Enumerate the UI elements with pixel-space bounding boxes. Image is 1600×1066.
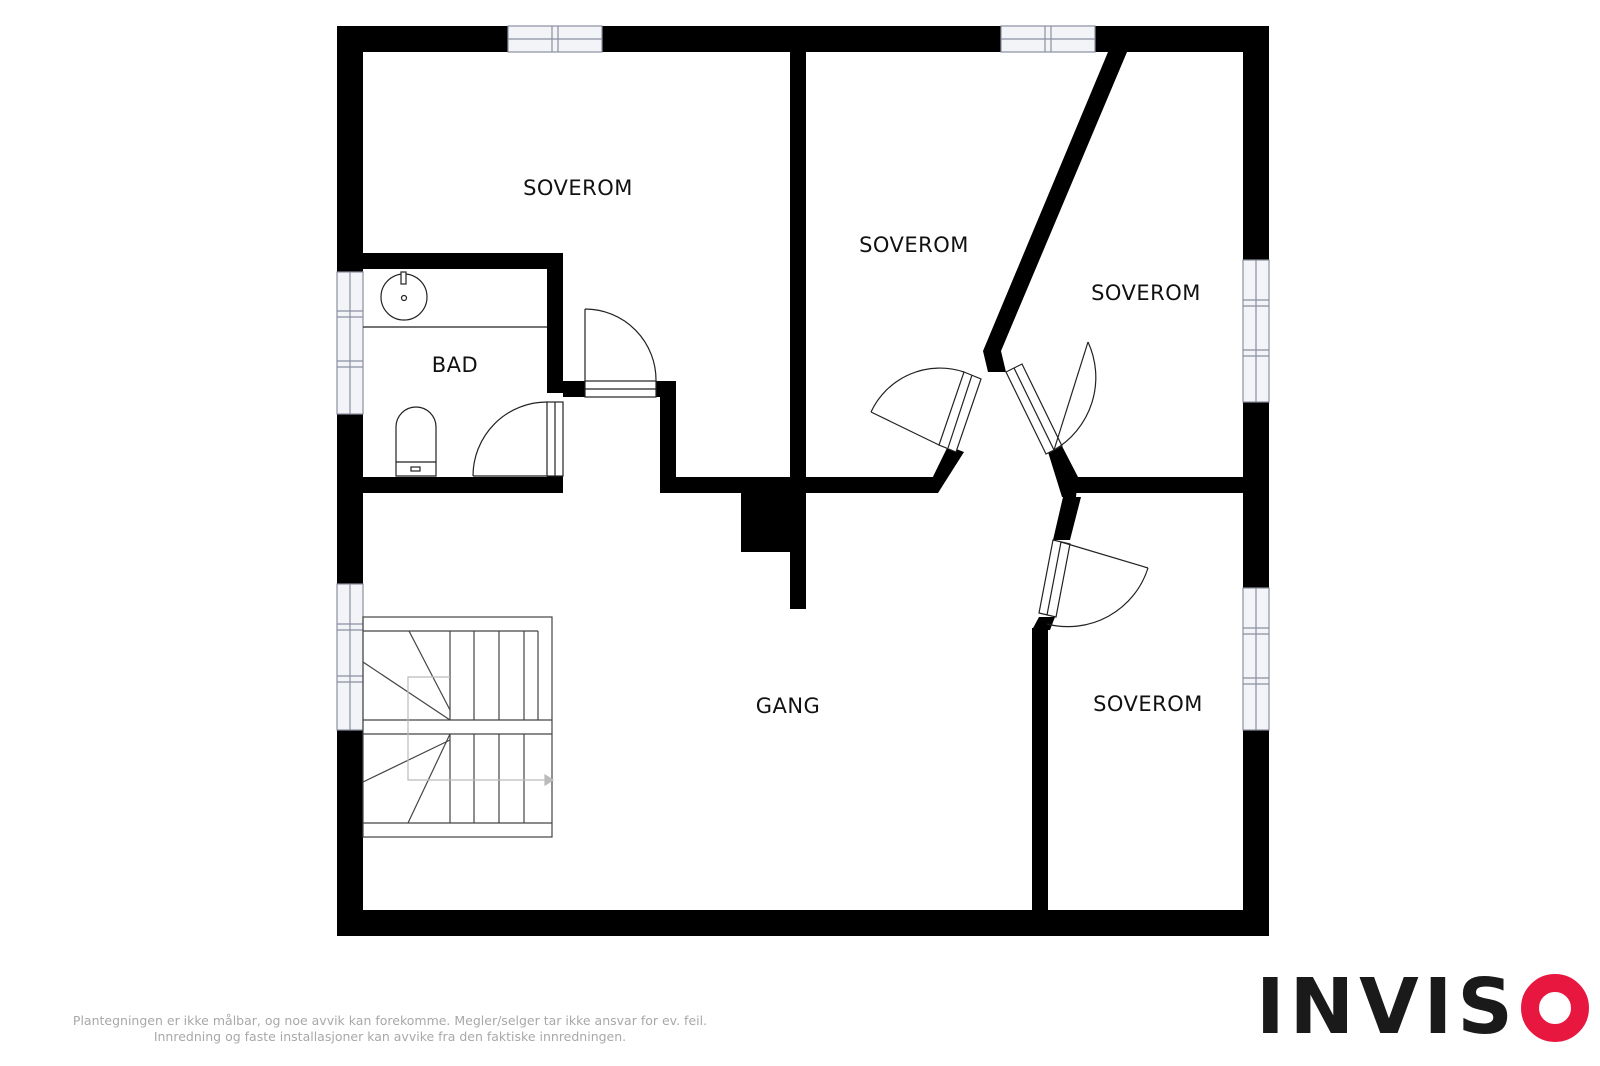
window-left-gang [336, 583, 364, 731]
window-right-upper [1242, 259, 1270, 403]
bathroom-fixtures [363, 271, 547, 477]
wall-right [1243, 26, 1269, 936]
door-bad [472, 401, 564, 477]
room-label-soverom-top-middle: SOVEROM [859, 233, 969, 257]
wall-bad-bottom [363, 477, 563, 493]
wall-bad-top [363, 253, 563, 269]
stair-direction-arrow-icon [407, 676, 555, 787]
toilet-icon [395, 406, 437, 477]
window-top-right [1000, 25, 1096, 53]
sink-icon [363, 271, 547, 328]
wall-notch-left [563, 381, 585, 397]
wall-bad-right [547, 253, 563, 393]
room-label-soverom-right-lower: SOVEROM [1093, 692, 1203, 716]
chimney [741, 493, 790, 552]
door-soverom-right-upper [1005, 341, 1097, 455]
o-ring-icon [1520, 974, 1589, 1042]
door-soverom-top-left [584, 308, 657, 398]
wall-lower-vertical [1032, 628, 1048, 910]
disclaimer-line-2: Innredning og faste installasjoner kan a… [153, 1029, 627, 1044]
room-labels: SOVEROM SOVEROM SOVEROM BAD GANG SOVEROM [432, 176, 1203, 718]
disclaimer-line-1: Plantegningen er ikke målbar, og noe avv… [72, 1013, 708, 1028]
door-soverom-right-lower [1038, 539, 1149, 628]
door-soverom-top-middle [870, 367, 982, 453]
room-label-soverom-top-left: SOVEROM [523, 176, 633, 200]
window-right-lower [1242, 587, 1270, 731]
wall-top [337, 26, 1269, 52]
disclaimer: Plantegningen er ikke målbar, og noe avv… [40, 1013, 740, 1045]
window-left-bad [336, 271, 364, 415]
room-label-soverom-right-upper: SOVEROM [1091, 281, 1201, 305]
inviso-logo: INVIS [1256, 968, 1590, 1048]
window-top-left [507, 25, 603, 53]
wall-diagonal-stub [983, 351, 1006, 372]
wall-lower-diagonal-2 [1032, 617, 1055, 630]
wall-diagonal-lower [925, 446, 964, 493]
stair-outline [362, 616, 553, 838]
wall-lower-diagonal [1053, 497, 1081, 540]
wall-notch-vertical [660, 381, 676, 493]
wall-bedrooms-divider [790, 52, 806, 609]
walls [337, 26, 1269, 936]
wall-right-rooms-divider [1070, 477, 1243, 493]
doors [472, 308, 1149, 628]
windows [336, 25, 1270, 731]
wall-bad-door-jamb [547, 476, 563, 493]
staircase [362, 616, 555, 838]
wall-bottom [337, 910, 1269, 936]
room-label-bad: BAD [432, 353, 478, 377]
room-label-gang: GANG [756, 694, 821, 718]
logo-letters: INVIS [1256, 963, 1518, 1052]
wall-left [337, 26, 363, 936]
wall-diagonal [983, 52, 1127, 351]
